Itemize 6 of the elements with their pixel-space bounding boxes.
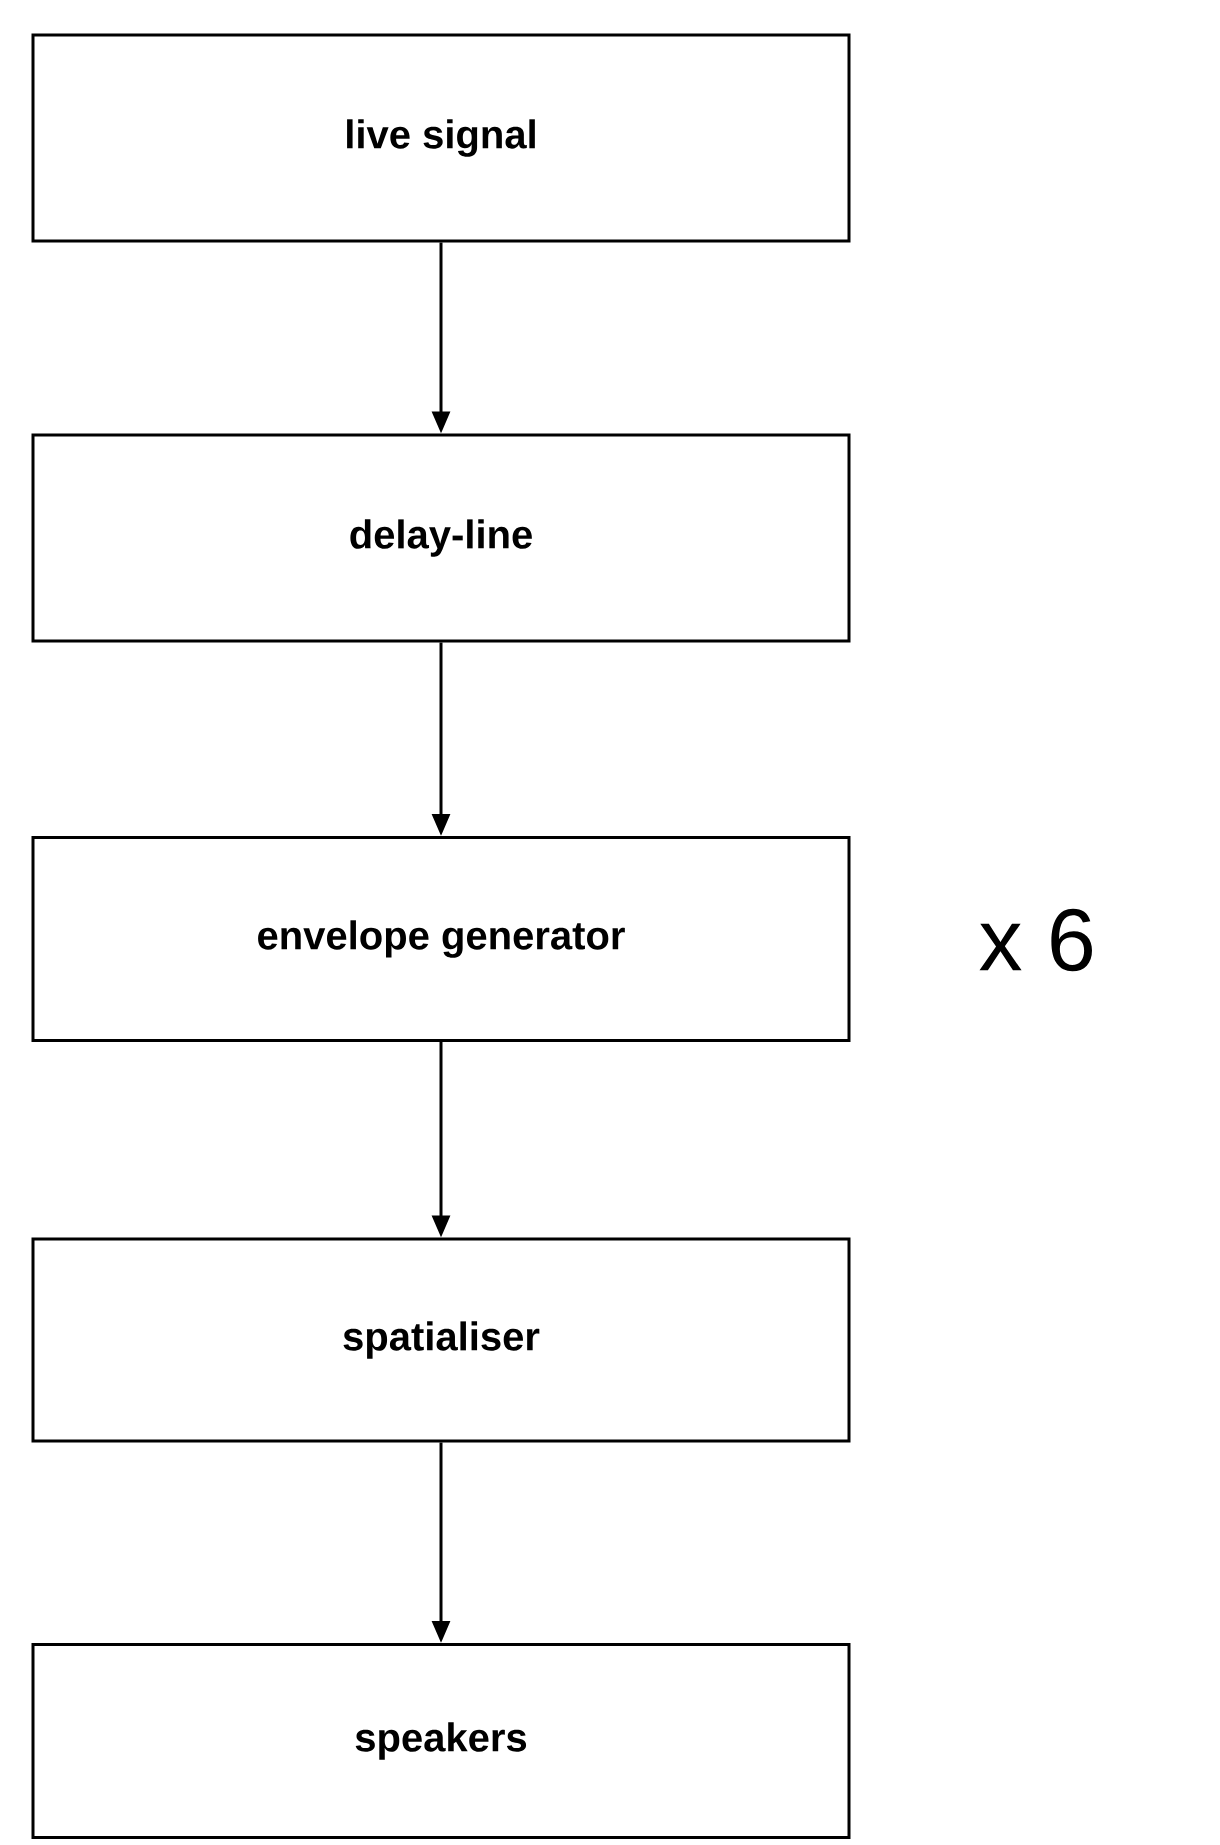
process-box: speakers (31, 1643, 851, 1839)
multiplier-label: x 6 (979, 908, 1092, 972)
process-box: live signal (31, 33, 851, 243)
process-box: delay-line (31, 433, 851, 643)
process-box: envelope generator (31, 836, 851, 1042)
process-box: spatialiser (31, 1237, 851, 1443)
